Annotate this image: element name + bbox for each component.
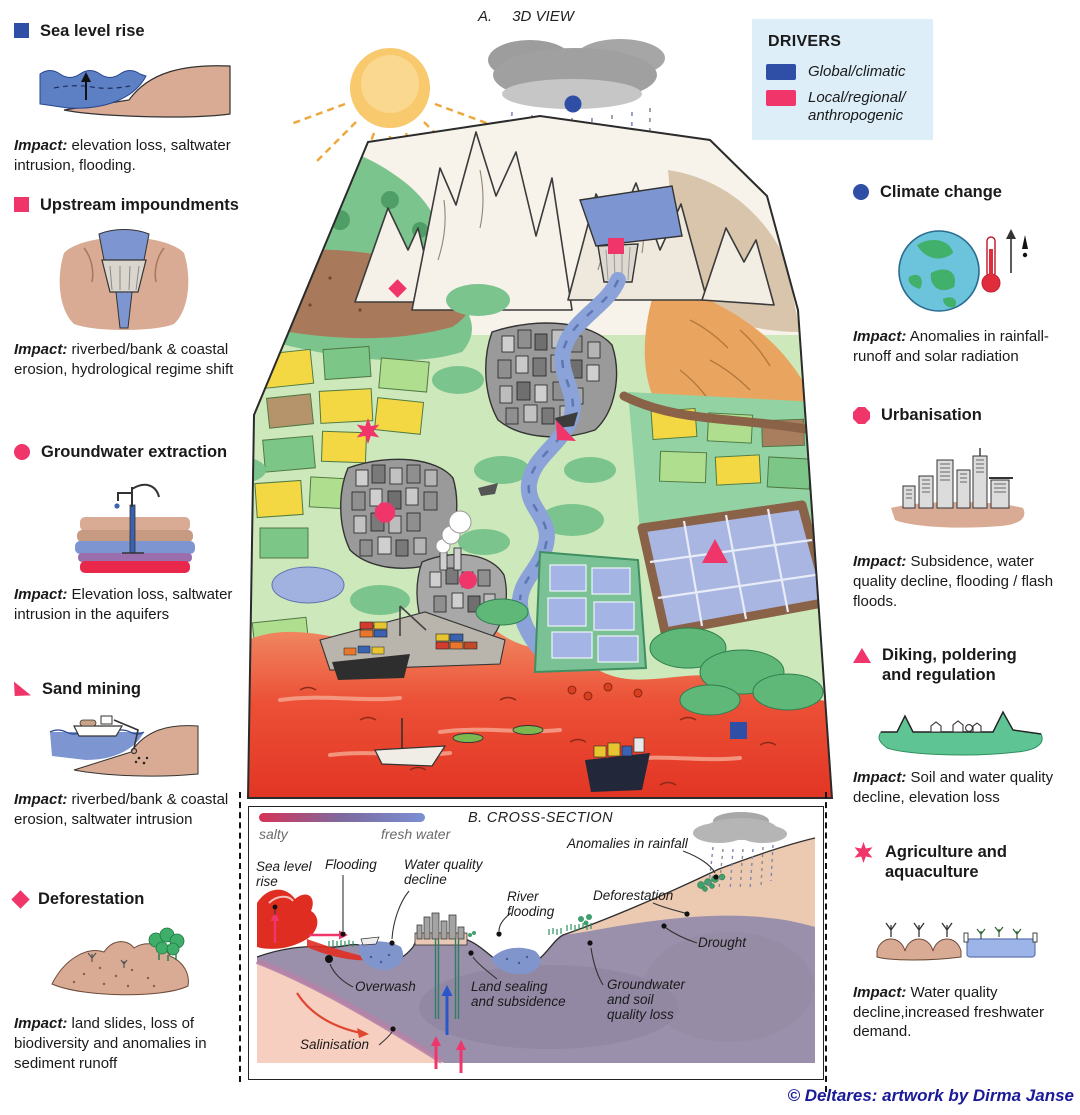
- legend-item-local: Local/regional/ anthropogenic: [766, 89, 919, 125]
- sand-mining-marker-icon: [14, 681, 31, 696]
- marker-upstream-impoundments: [608, 238, 624, 254]
- impact-text: Impact: elevation loss, saltwater intrus…: [14, 136, 231, 174]
- sand-mining-illustration: [49, 715, 199, 777]
- deforestation-marker-icon: [11, 890, 30, 909]
- diking-marker-icon: [853, 648, 871, 663]
- panel-a-prefix: A.: [478, 8, 493, 25]
- salty-label: salty: [259, 826, 288, 842]
- label-deforestation: Deforestation: [593, 888, 674, 903]
- label-groundwater-soil: Groundwater and soil quality loss: [607, 977, 686, 1023]
- driver-title: Urbanisation: [881, 406, 982, 424]
- marker-sea-level-rise: [730, 722, 747, 739]
- fresh-water-label: fresh water: [381, 826, 451, 842]
- label-land-sealing: Land sealing and subsidence: [471, 979, 566, 1010]
- label-salinisation: Salinisation: [300, 1037, 370, 1052]
- artwork-credit: © Deltares: artwork by Dirma Janse: [787, 1086, 1074, 1105]
- marker-deforestation: [388, 279, 407, 298]
- drivers-legend: DRIVERS Global/climatic Local/regional/ …: [752, 19, 933, 140]
- sea-level-rise-illustration: [39, 64, 231, 118]
- driver-sea-level-rise: Sea level rise Impact: elevation loss, s…: [14, 22, 242, 176]
- driver-urbanisation: Urbanisation Impact: Subsidence, water q…: [853, 406, 1071, 612]
- label-water-quality-decline: Water quality decline: [404, 857, 483, 888]
- driver-title: Groundwater extraction: [41, 443, 228, 461]
- label-drought: Drought: [698, 935, 747, 950]
- driver-agriculture-aquaculture: Agriculture and aquaculture Impact: Wate…: [853, 842, 1071, 1042]
- label-anomalies-in-rainfall: Anomalies in rainfall: [567, 836, 688, 851]
- driver-title: Climate change: [880, 183, 1002, 201]
- aquaculture-ponds: [533, 550, 648, 674]
- driver-title: Agriculture and aquaculture: [885, 843, 1007, 881]
- groundwater-pump-illustration: [75, 483, 195, 573]
- marker-climate-change: [564, 95, 582, 113]
- cross-section-panel: B. CROSS-SECTION salty fresh water Sea l…: [248, 806, 824, 1080]
- driver-sand-mining: Sand mining Impact: riverbed/bank & coas…: [14, 680, 242, 830]
- urbanisation-illustration: [891, 447, 1025, 528]
- impact-text: Impact: riverbed/bank & coastal erosion,…: [14, 790, 229, 828]
- marker-urbanisation: [375, 502, 395, 523]
- impact-text: Impact: Elevation loss, saltwater intrus…: [14, 585, 233, 623]
- city-upstream: [485, 322, 618, 438]
- salinity-gradient-bar: [259, 813, 425, 822]
- driver-title: Sea level rise: [40, 22, 145, 40]
- driver-title: Sand mining: [42, 680, 141, 698]
- agriculture-marker-icon: [854, 842, 873, 863]
- upstream-impoundments-marker-icon: [14, 197, 29, 212]
- marker-agriculture-aquaculture: [356, 418, 380, 444]
- deforestation-illustration: [51, 927, 189, 996]
- driver-groundwater-extraction: Groundwater extraction Impact: Elevation…: [14, 443, 242, 625]
- ships: [332, 412, 650, 792]
- salty-sea-wave: [257, 889, 318, 949]
- global-climatic-swatch-icon: [766, 64, 796, 80]
- impact-text: Impact: Soil and water quality decline, …: [853, 768, 1054, 806]
- delta-3d-view-illustration: [246, 39, 834, 799]
- driver-climate-change: Climate change Impact: Anomalies in rain…: [853, 183, 1071, 367]
- impact-text: Impact: Water quality decline,increased …: [853, 983, 1044, 1041]
- label-river-flooding: River flooding: [507, 889, 555, 920]
- driver-title: Diking, poldering and regulation: [882, 646, 1017, 684]
- dam-illustration: [59, 228, 189, 330]
- section-line-left: [239, 792, 241, 1082]
- panel-a-label: 3D VIEW: [512, 8, 574, 25]
- cross-section-illustration: [255, 812, 816, 1073]
- climate-change-marker-icon: [853, 184, 869, 200]
- driver-deforestation: Deforestation Impact: land slides, loss …: [11, 890, 242, 1074]
- polder-illustration: [878, 710, 1043, 756]
- groundwater-extraction-marker-icon: [14, 444, 30, 460]
- driver-title: Upstream impoundments: [40, 196, 239, 214]
- panel-b-title: B. CROSS-SECTION: [468, 810, 613, 826]
- industrial-area: [319, 510, 507, 671]
- impact-text: Impact: riverbed/bank & coastal erosion,…: [14, 340, 234, 378]
- urbanisation-marker-icon: [853, 407, 870, 424]
- sun-icon: [290, 48, 490, 193]
- label-flooding: Flooding: [325, 857, 377, 872]
- panel-a-title: A. 3D VIEW: [478, 8, 574, 25]
- marker-groundwater-extraction: [459, 571, 477, 589]
- impact-text: Impact: land slides, loss of biodiversit…: [14, 1014, 207, 1072]
- local-anthropogenic-swatch-icon: [766, 90, 796, 106]
- section-line-right: [825, 792, 827, 1092]
- driver-diking-poldering: Diking, poldering and regulation Impact:…: [853, 646, 1075, 807]
- sea-level-rise-marker-icon: [14, 23, 29, 38]
- climate-change-illustration: [898, 228, 1028, 312]
- impact-text: Impact: Anomalies in rainfall-runoff and…: [853, 327, 1049, 365]
- rainfall-cloud-icon: [693, 812, 787, 892]
- impact-text: Impact: Subsidence, water quality declin…: [853, 552, 1054, 610]
- label-overwash: Overwash: [355, 979, 416, 994]
- marker-sand-mining: [556, 420, 576, 441]
- driver-upstream-impoundments: Upstream impoundments Impact: riverbed/b…: [14, 196, 246, 380]
- legend-title: DRIVERS: [768, 33, 842, 50]
- legend-item-global: Global/climatic: [766, 63, 919, 81]
- agriculture-aquaculture-illustration: [876, 922, 1038, 961]
- driver-title: Deforestation: [38, 890, 145, 908]
- marker-diking-poldering: [702, 539, 728, 563]
- label-sea-level-rise: Sea level rise: [256, 859, 312, 890]
